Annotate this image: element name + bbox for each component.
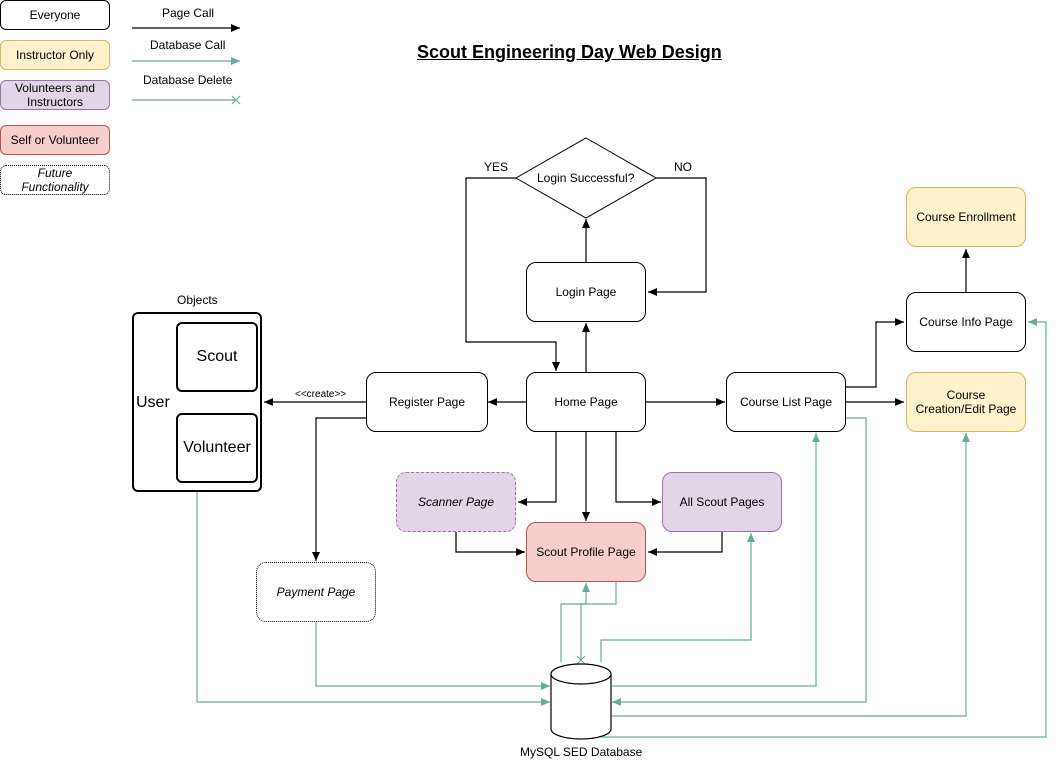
course-enrollment-label: Course Enrollment	[916, 210, 1016, 224]
db-database-to-creation	[612, 433, 970, 717]
arrow-no-to-login	[648, 177, 707, 296]
objects-label: Objects	[177, 293, 218, 307]
database-cylinder	[550, 663, 612, 740]
scout-profile-page-label: Scout Profile Page	[536, 545, 636, 559]
no-label: NO	[674, 160, 692, 174]
home-page-label: Home Page	[554, 395, 618, 409]
course-list-page-node: Course List Page	[726, 372, 846, 432]
scout-object-label: Scout	[196, 348, 238, 365]
legend-page-call-label: Page Call	[162, 6, 215, 20]
db-payment-to-database	[315, 622, 550, 690]
course-creation-edit-label: Course Creation/Edit Page	[915, 388, 1017, 416]
user-label: User	[136, 394, 170, 411]
legend-self-or-volunteer: Self or Volunteer	[0, 125, 110, 155]
course-list-page-label: Course List Page	[739, 395, 833, 409]
payment-page-node: Payment Page	[256, 562, 376, 622]
legend-future-functionality: Future Functionality	[0, 165, 110, 195]
scanner-page-node: Scanner Page	[396, 472, 516, 532]
db-database-to-allscout	[600, 533, 755, 662]
arrow-home-to-scanner	[518, 432, 557, 506]
db-profile-delete	[576, 582, 617, 665]
legend-everyone: Everyone	[0, 0, 110, 30]
legend-database-delete-label: Database Delete	[143, 73, 233, 87]
legend-volunteers-instructors: Volunteers and Instructors	[0, 80, 110, 110]
legend-database-call-label: Database Call	[150, 38, 226, 52]
legend-self-or-volunteer-label: Self or Volunteer	[10, 133, 100, 147]
scanner-page-label: Scanner Page	[417, 495, 495, 509]
legend-everyone-label: Everyone	[29, 8, 81, 22]
course-creation-edit-node: Course Creation/Edit Page	[906, 372, 1026, 432]
payment-page-label: Payment Page	[276, 585, 356, 599]
register-page-node: Register Page	[366, 372, 488, 432]
db-database-to-courselist	[612, 433, 820, 687]
arrow-yes-to-home	[465, 177, 560, 371]
db-database-to-profile	[560, 583, 590, 662]
page-call-arrows	[264, 177, 970, 561]
home-page-node: Home Page	[526, 372, 646, 432]
volunteer-object: Volunteer	[176, 413, 258, 483]
database-call-arrows	[196, 318, 1047, 738]
all-scout-pages-node: All Scout Pages	[662, 472, 782, 532]
all-scout-pages-label: All Scout Pages	[679, 495, 765, 509]
scout-profile-page-node: Scout Profile Page	[526, 522, 646, 582]
arrow-register-to-payment	[312, 417, 366, 561]
legend-instructor-only: Instructor Only	[0, 40, 110, 70]
yes-label: YES	[484, 160, 509, 174]
login-page-node: Login Page	[526, 262, 646, 322]
db-objects-to-database	[196, 492, 550, 706]
create-label: <<create>>	[295, 389, 347, 400]
volunteer-object-label: Volunteer	[183, 439, 251, 456]
register-page-label: Register Page	[388, 395, 466, 409]
db-courselist-to-database	[612, 417, 867, 706]
arrow-courselist-to-info	[846, 318, 904, 388]
legend-instructor-only-label: Instructor Only	[15, 48, 95, 62]
course-enrollment-node: Course Enrollment	[906, 187, 1026, 247]
scout-object: Scout	[176, 322, 258, 392]
arrow-allscout-to-profile	[648, 532, 723, 556]
login-page-label: Login Page	[555, 285, 617, 299]
legend-future-functionality-label: Future Functionality	[21, 166, 89, 194]
arrow-scanner-to-profile	[455, 532, 525, 556]
user-object-box: User Scout Volunteer	[132, 312, 262, 492]
login-successful-diamond	[514, 137, 658, 219]
arrow-home-to-allscout	[615, 432, 661, 506]
course-info-page-label: Course Info Page	[919, 315, 1013, 329]
decision-label: Login Successful?	[537, 171, 635, 185]
legend-volunteers-instructors-label: Volunteers and Instructors	[14, 81, 96, 109]
page-title: Scout Engineering Day Web Design	[417, 42, 722, 62]
course-info-page-node: Course Info Page	[906, 292, 1026, 352]
database-label: MySQL SED Database	[520, 745, 643, 759]
